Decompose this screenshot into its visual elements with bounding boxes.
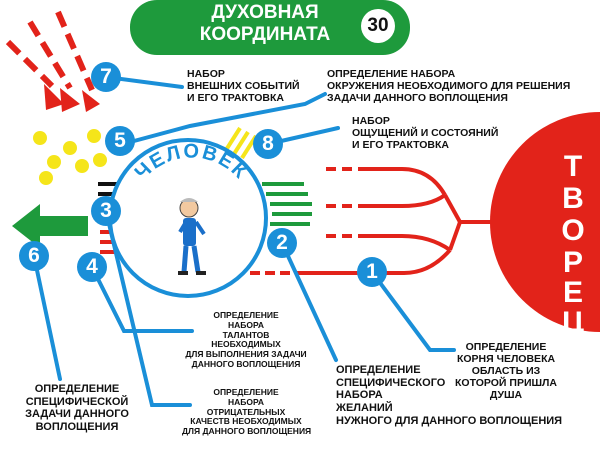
badge-number-3: 3	[100, 199, 112, 222]
page-title: ДУХОВНАЯ КООРДИНАТА	[150, 2, 380, 46]
title-number-badge	[361, 9, 395, 43]
label-8-line: НАБОР	[352, 115, 390, 127]
creator-letter-5: Е	[562, 276, 583, 309]
creator-letter-1: Т	[563, 150, 583, 183]
label-5-line: ЗАДАЧИ ДАННОГО ВОПЛОЩЕНИЯ	[327, 92, 508, 105]
label-4-line: ДЛЯ ДАННОГО ВОПЛОЩЕНИЯ	[182, 426, 312, 437]
yellow-dots	[33, 129, 107, 185]
creator-letter-6: Ц	[562, 306, 584, 339]
label-4-line: НАБОРА	[227, 396, 265, 407]
title-line-2: КООРДИНАТА	[199, 24, 331, 45]
creator-letter-2: В	[562, 182, 584, 215]
label-3-line: ОПРЕДЕЛЕНИЕ	[213, 310, 279, 320]
label-4: ОПРЕДЕЛЕНИЕ НАБОРА ОТРИЦАТЕЛЬНЫХ КАЧЕСТВ…	[182, 387, 312, 437]
label-6-line: ВОПЛОЩЕНИЯ	[35, 420, 119, 433]
badge-2	[267, 228, 297, 258]
label-1: ОПРЕДЕЛЕНИЕ КОРНЯ ЧЕЛОВЕКА ОБЛАСТЬ ИЗ КО…	[446, 341, 566, 401]
title-line-1: ДУХОВНАЯ	[211, 2, 319, 23]
label-7-line: И ЕГО ТРАКТОВКА	[187, 92, 285, 105]
red-arrow-heads	[44, 84, 100, 112]
badge-number-1: 1	[366, 260, 378, 283]
label-8: НАБОР ОЩУЩЕНИЙ И СОСТОЯНИЙ И ЕГО ТРАКТОВ…	[352, 115, 498, 151]
label-8-line: И ЕГО ТРАКТОВКА	[352, 139, 450, 152]
creator-disc	[490, 112, 600, 332]
red-dash-arrows	[5, 10, 95, 92]
creator-letter-4: Р	[562, 246, 583, 279]
label-6-line: ОПРЕДЕЛЕНИЕ	[34, 383, 120, 395]
label-4-line: КАЧЕСТВ НЕОБХОДИМЫХ	[190, 416, 302, 427]
title-number: 30	[367, 15, 389, 36]
label-2-line: ОПРЕДЕЛЕНИЕ	[336, 364, 421, 376]
label-2-line: СПЕЦИФИЧЕСКОГО	[336, 376, 446, 389]
badge-number-2: 2	[276, 231, 288, 254]
label-3-line: ТАЛАНТОВ	[222, 329, 270, 340]
label-2-line: НАБОРА	[336, 389, 383, 402]
badge-7	[91, 62, 121, 92]
label-1-line: КОТОРОЙ ПРИШЛА	[455, 377, 557, 390]
badge-8	[253, 129, 283, 159]
label-5-line: ОКРУЖЕНИЯ НЕОБХОДИМОГО ДЛЯ РЕШЕНИЯ	[327, 80, 571, 93]
label-2-line: ЖЕЛАНИЙ	[336, 401, 393, 414]
badge-5	[105, 126, 135, 156]
right-green-bars	[262, 182, 312, 226]
label-1-line: ОПРЕДЕЛЕНИЕ	[465, 341, 547, 353]
label-1-line: КОРНЯ ЧЕЛОВЕКА	[456, 353, 556, 366]
label-4-line: ОПРЕДЕЛЕНИЕ	[213, 387, 279, 397]
label-1-line: ОБЛАСТЬ ИЗ	[471, 365, 541, 378]
badge-number-5: 5	[114, 129, 126, 152]
title-banner	[130, 0, 410, 55]
label-3: ОПРЕДЕЛЕНИЕ НАБОРА ТАЛАНТОВ НЕОБХОДИМЫХ …	[184, 310, 308, 370]
label-4-line: ОТРИЦАТЕЛЬНЫХ	[206, 406, 286, 417]
label-2: ОПРЕДЕЛЕНИЕ СПЕЦИФИЧЕСКОГО НАБОРА ЖЕЛАНИ…	[336, 364, 562, 427]
label-6-line: СПЕЦИФИЧЕСКОЙ	[25, 395, 129, 408]
badge-4	[77, 252, 107, 282]
creator-letter-3: О	[561, 214, 585, 247]
label-7: НАБОР ВНЕШНИХ СОБЫТИЙ И ЕГО ТРАКТОВКА	[187, 68, 300, 104]
badge-number-7: 7	[100, 65, 112, 88]
label-2-line: НУЖНОГО ДЛЯ ДАННОГО ВОПЛОЩЕНИЯ	[336, 414, 563, 427]
green-arrow	[12, 204, 88, 248]
badge-number-4: 4	[86, 255, 98, 278]
label-7-line: НАБОР	[187, 68, 225, 80]
label-5-line: ОПРЕДЕЛЕНИЕ НАБОРА	[327, 68, 456, 80]
badge-number-6: 6	[28, 244, 40, 267]
badge-3	[91, 196, 121, 226]
blue-connectors	[32, 75, 456, 407]
label-3-line: ДАННОГО ВОПЛОЩЕНИЯ	[191, 358, 301, 369]
label-1-line: ДУША	[489, 389, 523, 402]
label-6: ОПРЕДЕЛЕНИЕ СПЕЦИФИЧЕСКОЙ ЗАДАЧИ ДАННОГО…	[14, 383, 140, 434]
label-8-line: ОЩУЩЕНИЙ И СОСТОЯНИЙ	[352, 127, 499, 140]
person-figure	[178, 198, 206, 275]
label-3-line: НЕОБХОДИМЫХ	[211, 339, 281, 350]
label-7-line: ВНЕШНИХ СОБЫТИЙ	[187, 80, 300, 93]
badge-number-8: 8	[262, 132, 274, 155]
label-3-line: ДЛЯ ВЫПОЛНЕНИЯ ЗАДАЧИ	[185, 349, 307, 360]
label-5: ОПРЕДЕЛЕНИЕ НАБОРА ОКРУЖЕНИЯ НЕОБХОДИМОГ…	[327, 68, 570, 104]
label-3-line: НАБОРА	[227, 319, 265, 330]
badge-1	[357, 257, 387, 287]
badge-6	[19, 241, 49, 271]
label-6-line: ЗАДАЧИ ДАННОГО	[25, 408, 129, 421]
